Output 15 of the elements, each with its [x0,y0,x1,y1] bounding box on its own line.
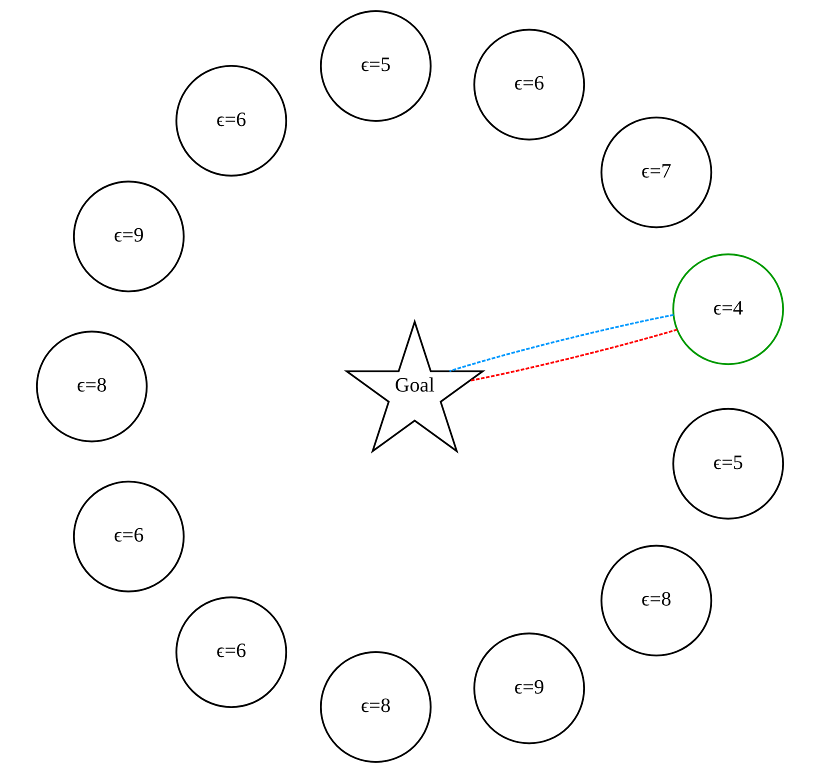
connector [470,328,678,382]
node-circle: ϵ=6 [473,28,585,140]
node-circle: ϵ=6 [72,480,185,592]
node-circle: ϵ=5 [320,10,432,122]
node-circle: ϵ=9 [72,180,185,292]
node-circle: ϵ=8 [320,651,432,763]
node-circle: ϵ=5 [672,408,784,520]
node-circle: ϵ=6 [175,64,288,177]
node-circle: ϵ=7 [600,116,712,228]
node-circle: ϵ=8 [600,544,712,656]
node-circle: ϵ=4 [672,253,784,366]
node-circle: ϵ=6 [175,596,288,708]
connector [449,314,674,372]
node-circle: ϵ=8 [36,330,148,442]
node-circle: ϵ=9 [473,632,585,744]
